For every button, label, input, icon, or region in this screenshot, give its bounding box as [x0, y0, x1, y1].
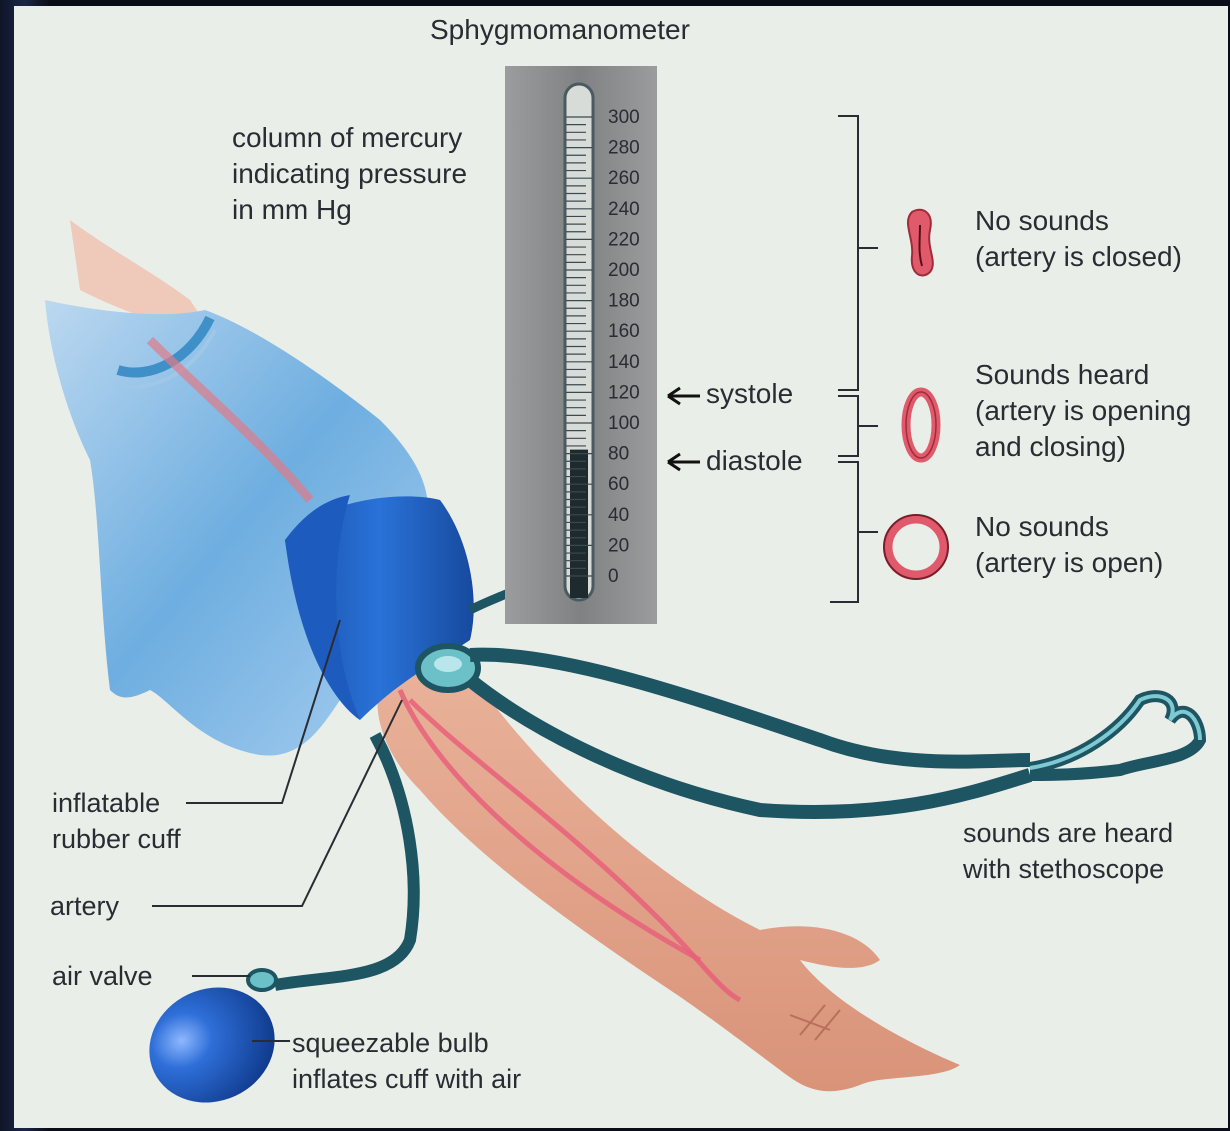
- mercury-label-line2: indicating pressure: [232, 156, 467, 192]
- state-opening-line2: (artery is opening: [975, 393, 1191, 429]
- cuff-label-line1: inflatable: [52, 785, 160, 821]
- stethoscope-label-line2: with stethoscope: [963, 851, 1164, 887]
- scale-tick-label: 140: [608, 352, 640, 373]
- state-opening-line3: and closing): [975, 429, 1126, 465]
- systole-arrow-icon: [668, 388, 700, 404]
- state-closed-line2: (artery is closed): [975, 239, 1182, 275]
- scale-tick-label: 280: [608, 138, 640, 159]
- scale-tick-label: 260: [608, 168, 640, 189]
- scale-tick-label: 120: [608, 382, 640, 403]
- stethoscope-label-line1: sounds are heard: [963, 815, 1173, 851]
- state-open-line1: No sounds: [975, 509, 1109, 545]
- air-valve-icon: [248, 970, 276, 990]
- scale-tick-label: 200: [608, 260, 640, 281]
- bulb-label-line1: squeezable bulb: [292, 1025, 489, 1061]
- bulb-label-line2: inflates cuff with air: [292, 1061, 521, 1097]
- state-open-line2: (artery is open): [975, 545, 1163, 581]
- diastole-arrow-icon: [668, 454, 700, 470]
- mercury-label-line1: column of mercury: [232, 120, 462, 156]
- air-valve-label: air valve: [52, 958, 153, 994]
- scale-tick-label: 80: [608, 444, 629, 465]
- systole-label: systole: [706, 376, 793, 412]
- mercury-label-line3: in mm Hg: [232, 192, 352, 228]
- scale-tick-label: 40: [608, 505, 629, 526]
- cuff-label-line2: rubber cuff: [52, 821, 181, 857]
- chestpiece-center: [434, 656, 462, 672]
- artery-open-icon: [888, 519, 944, 575]
- scale-tick-label: 220: [608, 229, 640, 250]
- state-closed-line1: No sounds: [975, 203, 1109, 239]
- scale-tick-label: 0: [608, 566, 619, 587]
- pressure-brackets: [830, 116, 878, 602]
- diastole-label: diastole: [706, 443, 803, 479]
- artery-label: artery: [50, 888, 119, 924]
- scale-tick-label: 300: [608, 107, 640, 128]
- artery-open-outline: [884, 515, 948, 579]
- scale-tick-label: 160: [608, 321, 640, 342]
- scale-tick-label: 20: [608, 535, 629, 556]
- scale-tick-label: 240: [608, 199, 640, 220]
- bulb-tube: [275, 735, 414, 985]
- state-opening-line1: Sounds heard: [975, 357, 1149, 393]
- scale-tick-label: 100: [608, 413, 640, 434]
- page-title: Sphygmomanometer: [430, 12, 690, 48]
- scale-tick-label: 180: [608, 291, 640, 312]
- scale-tick-label: 60: [608, 474, 629, 495]
- stethoscope-tube-upper: [470, 655, 1030, 762]
